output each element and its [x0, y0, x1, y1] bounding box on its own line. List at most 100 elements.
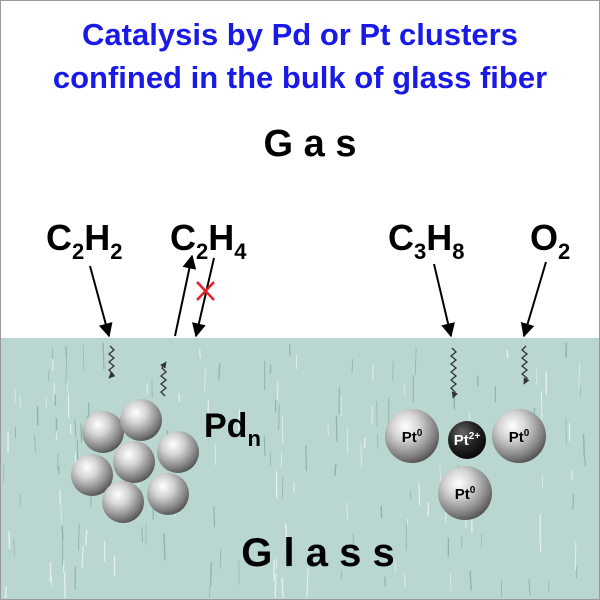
fiber-streak — [219, 549, 222, 569]
fiber-streak — [199, 348, 201, 359]
gas-phase-label: G a s — [264, 123, 357, 165]
fiber-streak — [284, 523, 288, 538]
fiber-streak — [576, 565, 578, 579]
fiber-streak — [274, 574, 277, 597]
fiber-streak — [19, 395, 21, 410]
glass-fiber-texture — [2, 342, 587, 599]
fiber-streak — [53, 382, 55, 402]
fiber-streak — [418, 481, 421, 506]
fiber-streak — [306, 568, 309, 598]
fiber-streak — [61, 524, 64, 540]
fiber-streak — [34, 434, 36, 453]
fiber-streak — [334, 463, 337, 476]
c3h8-incoming-arrow — [433, 263, 455, 338]
fiber-streak — [14, 387, 17, 403]
fiber-streak — [346, 502, 349, 520]
pt0-label-right: Pt0 — [509, 428, 530, 446]
molecule-c2h4: C2H4 — [170, 217, 247, 264]
fiber-streak — [80, 423, 83, 443]
molecule-c3h8: C3H8 — [388, 217, 465, 264]
fiber-streak — [335, 415, 338, 442]
fiber-streak — [85, 529, 88, 546]
pd-sphere — [102, 481, 144, 523]
fiber-streak — [281, 414, 284, 444]
molecule-o2: O2 — [530, 217, 570, 264]
fiber-streak — [4, 586, 7, 599]
fiber-streak — [305, 445, 308, 472]
c2h2-incoming-arrow — [89, 265, 113, 338]
fiber-streak — [213, 506, 216, 528]
pt0-sphere-bottom — [438, 466, 492, 520]
pt0-label-bottom: Pt0 — [455, 485, 476, 503]
fiber-streak — [394, 559, 396, 573]
pd-cluster-label: Pdn — [204, 407, 261, 451]
fiber-streak — [392, 361, 394, 381]
fiber-streak — [74, 419, 77, 438]
fiber-streak — [280, 452, 283, 469]
fiber-streak — [584, 457, 587, 466]
fiber-streak — [8, 531, 11, 550]
fiber-streak — [327, 424, 329, 437]
fiber-streak — [204, 368, 206, 392]
fiber-streak — [449, 573, 452, 592]
pd-cluster — [71, 399, 199, 523]
fiber-streak — [19, 494, 21, 506]
fiber-streak — [263, 436, 266, 457]
fiber-streak — [210, 562, 212, 587]
fiber-streak — [371, 405, 373, 424]
pd-sphere — [157, 431, 199, 473]
fiber-streak — [2, 463, 5, 482]
pt-cluster — [385, 409, 546, 520]
fiber-streak — [278, 404, 280, 431]
fiber-streak — [269, 451, 272, 466]
fiber-streak — [82, 345, 85, 370]
fiber-streak — [65, 357, 67, 384]
fiber-streak — [214, 442, 217, 466]
fiber-streak — [476, 375, 479, 387]
fiber-streak — [351, 358, 354, 374]
pt0-label-left: Pt0 — [402, 428, 423, 446]
molecule-c2h2: C2H2 — [46, 217, 123, 264]
title-line-1: Catalysis by Pd or Pt clusters — [82, 17, 518, 52]
fiber-streak — [55, 430, 58, 441]
fiber-streak — [352, 533, 355, 558]
pt2plus-label: Pt2+ — [454, 431, 481, 449]
fiber-streak — [338, 387, 340, 415]
pd-sphere — [113, 441, 155, 483]
fiber-streak — [380, 505, 383, 519]
fiber-streak — [288, 344, 291, 357]
fiber-streak — [50, 573, 53, 587]
fiber-streak — [536, 368, 538, 386]
fiber-streak — [410, 490, 412, 500]
fiber-streak — [81, 546, 84, 569]
fiber-streak — [540, 391, 543, 420]
fiber-streak — [582, 433, 586, 458]
fiber-streak — [281, 577, 284, 599]
fiber-streak — [102, 342, 105, 370]
fiber-streak — [469, 570, 472, 591]
fiber-streak — [66, 381, 69, 393]
fiber-streak — [574, 541, 577, 571]
fiber-streak — [376, 434, 379, 450]
fiber-streak — [65, 345, 68, 358]
fiber-streak — [286, 546, 289, 568]
fiber-streak — [77, 524, 80, 551]
fiber-streak — [363, 438, 366, 449]
fiber-streak — [141, 526, 144, 542]
pd-sphere — [71, 454, 113, 496]
fiber-streak — [578, 362, 581, 389]
fiber-streak — [47, 369, 50, 382]
fiber-streak — [506, 349, 509, 359]
fiber-streak — [146, 383, 149, 395]
o2-diffusion-wavy-arrow — [520, 345, 530, 385]
glass-phase-label: G l a s s — [241, 531, 394, 575]
fiber-streak — [372, 363, 374, 381]
fiber-streak — [293, 482, 295, 493]
o2-incoming-arrow — [520, 261, 547, 338]
pd-sphere — [147, 473, 189, 515]
fiber-streak — [414, 347, 417, 375]
pt0-sphere-right — [492, 409, 546, 463]
fiber-streak — [163, 533, 166, 561]
fiber-streak — [56, 453, 59, 471]
